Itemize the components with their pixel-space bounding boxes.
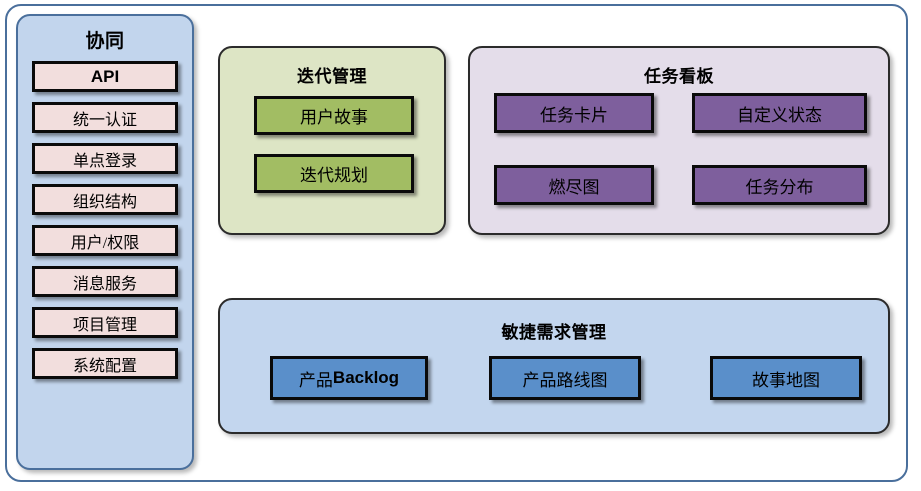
card-product-roadmap[interactable]: 产品路线图 xyxy=(489,356,641,400)
card-task-distribution[interactable]: 任务分布 xyxy=(692,165,867,205)
panel-title-agile-requirement-management: 敏捷需求管理 xyxy=(501,323,607,342)
sidebar-item-message-service[interactable]: 消息服务 xyxy=(32,266,178,297)
card-user-story[interactable]: 用户故事 xyxy=(254,96,414,135)
card-story-map[interactable]: 故事地图 xyxy=(710,356,862,400)
group-panel-collaboration[interactable]: 协同 API 统一认证 单点登录 组织结构 用户/权限 消息服务 项目管理 系统… xyxy=(16,14,194,470)
sidebar-item-project-management[interactable]: 项目管理 xyxy=(32,307,178,338)
sidebar-item-api[interactable]: API xyxy=(32,61,178,92)
sidebar-item-single-sign-on[interactable]: 单点登录 xyxy=(32,143,178,174)
card-task-card[interactable]: 任务卡片 xyxy=(494,93,654,133)
sidebar-item-list: API 统一认证 单点登录 组织结构 用户/权限 消息服务 项目管理 系统配置 xyxy=(32,61,178,389)
card-custom-status[interactable]: 自定义状态 xyxy=(692,93,867,133)
sidebar-item-org-structure[interactable]: 组织结构 xyxy=(32,184,178,215)
card-iteration-planning[interactable]: 迭代规划 xyxy=(254,154,414,193)
group-panel-task-board[interactable]: 任务看板 任务卡片 自定义状态 燃尽图 任务分布 xyxy=(468,46,890,235)
panel-title-iteration-management: 迭代管理 xyxy=(297,67,367,86)
panel-title-task-board: 任务看板 xyxy=(644,67,714,86)
sidebar-item-user-permission[interactable]: 用户/权限 xyxy=(32,225,178,256)
sidebar-item-system-config[interactable]: 系统配置 xyxy=(32,348,178,379)
card-product-backlog-cjk: 产品 xyxy=(298,370,333,390)
card-burndown-chart[interactable]: 燃尽图 xyxy=(494,165,654,205)
sidebar-item-unified-auth[interactable]: 统一认证 xyxy=(32,102,178,133)
panel-title-collaboration: 协同 xyxy=(85,31,125,52)
card-product-backlog-latin: Backlog xyxy=(332,368,400,387)
group-panel-iteration-management[interactable]: 迭代管理 用户故事 迭代规划 xyxy=(218,46,446,235)
